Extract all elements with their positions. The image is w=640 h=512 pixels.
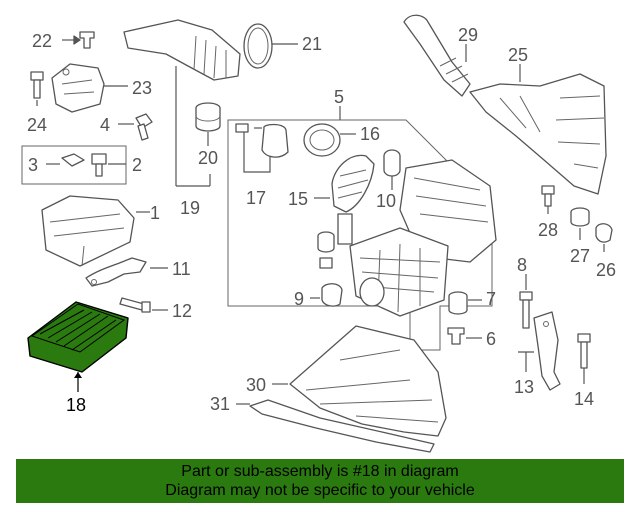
callout-31: 31 [210, 394, 230, 414]
callout-1: 1 [150, 203, 160, 223]
part-20-grommet[interactable] [195, 102, 221, 146]
callout-26: 26 [596, 260, 616, 280]
callout-19: 19 [180, 198, 200, 218]
part-25-resonator[interactable] [469, 64, 607, 195]
callout-6: 6 [486, 329, 496, 349]
banner-line-2: Diagram may not be specific to your vehi… [165, 482, 475, 499]
callout-29: 29 [458, 25, 478, 45]
callout-22: 22 [32, 31, 52, 51]
callout-27: 27 [570, 246, 590, 266]
part-28-bolt[interactable] [541, 185, 555, 214]
callout-10: 10 [376, 191, 396, 211]
callout-28: 28 [538, 220, 558, 240]
part-7-grommet[interactable] [448, 291, 482, 315]
parts-diagram: 22 24 23 4 3 2 1 [21, 14, 616, 453]
callout-9: 9 [294, 289, 304, 309]
callout-4: 4 [100, 115, 110, 135]
callout-7: 7 [486, 289, 496, 309]
part-4-bolt[interactable] [118, 113, 153, 141]
part-12-bolt[interactable] [119, 297, 168, 313]
callout-18: 18 [66, 395, 86, 415]
callout-15: 15 [288, 189, 308, 209]
part-23-bracket[interactable] [51, 63, 128, 113]
part-1-upper-case[interactable] [41, 195, 150, 267]
part-31-seal[interactable] [236, 399, 435, 453]
part-29-hose[interactable] [403, 14, 471, 97]
callout-3: 3 [28, 155, 38, 175]
callout-24: 24 [27, 115, 47, 135]
part-27-grommet[interactable] [570, 207, 590, 240]
part-11-stay[interactable] [85, 257, 168, 287]
callout-12: 12 [172, 301, 192, 321]
part-15-duct[interactable] [314, 154, 375, 213]
callout-20: 20 [198, 148, 218, 168]
callout-16: 16 [360, 124, 380, 144]
part-2-3-sensor-group[interactable] [21, 145, 127, 185]
callout-25: 25 [508, 45, 528, 65]
part-16-band[interactable] [303, 123, 356, 157]
part-19-inlet-tube[interactable] [123, 19, 241, 187]
callout-8: 8 [517, 255, 527, 275]
part-10-tube[interactable] [383, 149, 401, 190]
callout-2: 2 [132, 155, 142, 175]
part-8-bolt[interactable] [519, 274, 533, 329]
part-21-band[interactable] [243, 23, 298, 69]
part-13-stay[interactable] [518, 311, 561, 391]
part-24-bolt[interactable] [30, 71, 44, 106]
callout-14: 14 [574, 389, 594, 409]
part-22-clip[interactable] [62, 31, 95, 49]
callout-23: 23 [132, 78, 152, 98]
part-30-under-cover[interactable] [272, 325, 447, 437]
part-17-band[interactable] [235, 123, 289, 173]
banner-line-1: Part or sub-assembly is #18 in diagram [181, 463, 459, 480]
callout-17: 17 [246, 188, 266, 208]
part-26-collar[interactable] [595, 223, 613, 252]
info-banner: Part or sub-assembly is #18 in diagram D… [16, 459, 624, 503]
callout-21: 21 [302, 34, 322, 54]
callout-5: 5 [334, 87, 344, 107]
callout-30: 30 [246, 375, 266, 395]
grommet-small[interactable] [317, 231, 335, 269]
part-6-collar[interactable] [447, 327, 482, 345]
callout-11: 11 [172, 259, 191, 279]
part-18-air-filter[interactable] [27, 301, 129, 392]
part-9-clip[interactable] [310, 283, 343, 307]
part-14-bolt[interactable] [577, 333, 591, 384]
callout-13: 13 [514, 377, 534, 397]
air-cleaner-case[interactable] [337, 159, 497, 317]
